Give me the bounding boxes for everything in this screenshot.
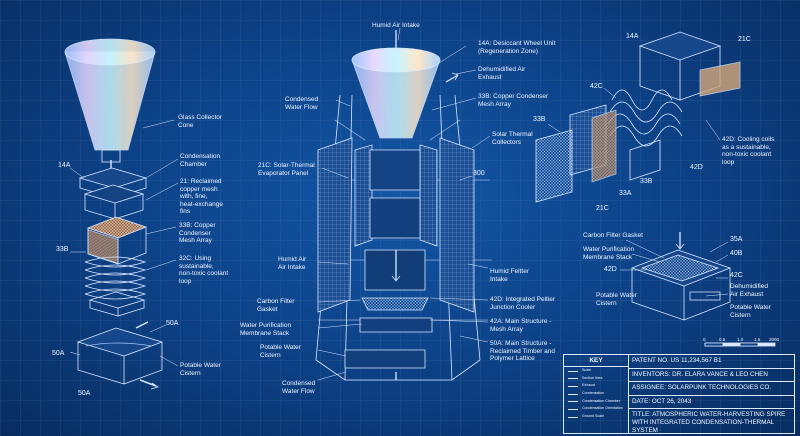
- scale-tick-0: 0: [703, 337, 706, 342]
- ref-42d-a: 42D: [690, 164, 703, 171]
- right-exploded-assembly: [535, 31, 741, 203]
- label-cooling-coils: 42D: Cooling coils as a sustainable, non…: [722, 136, 775, 166]
- label-copper-condenser-mid: 33B: Copper Condenser Mesh Array: [478, 93, 549, 108]
- label-dehumidified-exhaust-right: Dehumidified Air Exhaust: [730, 283, 768, 298]
- legend-item: Condensation Orientation: [564, 405, 628, 413]
- patent-number: PATENT NO. US 11,234,567 B1: [629, 355, 794, 369]
- label-solar-evaporator-panel: 21C: Solar-Thermal Evaporator Panel: [258, 162, 315, 177]
- label-solar-thermal-collectors: Solar Thermal Collectors: [492, 131, 533, 146]
- label-mesh-array: 42A: Main Structure - Mesh Array: [490, 318, 552, 333]
- ref-21c-right: 21C: [738, 36, 751, 43]
- label-humid-feltter-intake: Humid Feltter Intake: [490, 268, 530, 283]
- legend-item: Section lines: [564, 375, 628, 383]
- label-peltier-cooler: 42D: Integrated Peltier Junction Cooler: [490, 296, 556, 311]
- label-humid-air-intake-top: Humid Air Intake: [372, 22, 420, 29]
- coolant-loop-left: [84, 256, 147, 300]
- scale-tick-1-0: 1.0: [737, 337, 744, 342]
- ref-42c-a: 42C: [590, 83, 603, 90]
- label-membrane-stack: Water Purification Membrane Stack: [240, 322, 292, 337]
- ref-50a-a: 50A: [166, 320, 179, 327]
- label-condensed-water-flow-top: Condensed Water Flow: [285, 96, 319, 111]
- label-condensation-chamber: Condensation Chamber: [180, 153, 221, 168]
- ref-50a-b: 50A: [52, 350, 65, 357]
- label-condensed-water-flow-bottom: Condensed Water Flow: [282, 380, 316, 395]
- ref-42d-b: 42D: [604, 266, 617, 273]
- legend-item: Scale: [564, 367, 628, 375]
- solar-panels: [317, 137, 475, 313]
- label-glass-collector-cone: Glass Collector Cone: [178, 114, 223, 129]
- legend-key: KEY Scale Section lines Exhaust Condensa…: [564, 355, 629, 433]
- label-carbon-filter-gasket: Carbon Filter Gasket: [257, 298, 295, 313]
- inventors: INVENTORS: DR. ELARA VANCE & LEO CHEN: [629, 369, 794, 382]
- label-membrane-stack-right: Water Purification Membrane Stack: [583, 246, 635, 261]
- label-copper-condenser-left: 33B: Copper Condenser Mesh Array: [179, 222, 216, 245]
- assignee: ASSIGNEE: SOLARPUNK TECHNOLOGIES CO.: [629, 382, 794, 396]
- central-tower: [315, 30, 492, 381]
- drawing-title: TITLE: ATMOSPHERIC WATER-HARVESTING SPIR…: [632, 411, 786, 435]
- ref-33b-right: 33B: [533, 116, 546, 123]
- left-exploded-assembly: [64, 38, 164, 390]
- legend-key-title: KEY: [564, 355, 628, 367]
- ref-33b-left: 33B: [56, 246, 69, 253]
- legend-item: Condensation Chamber: [564, 398, 628, 406]
- label-carbon-filter-gasket-right: Carbon Filter Gasket: [583, 232, 643, 239]
- ref-21c-b: 21C: [596, 205, 609, 212]
- label-desiccant-wheel: 14A: Desiccant Wheel Unit (Regeneration …: [478, 40, 556, 55]
- scale-bar: [704, 342, 776, 347]
- ref-33b-b: 33B: [640, 178, 653, 185]
- label-coolant-loop-left: 32C: Using sustainable, non-toxic coolan…: [179, 255, 229, 285]
- ref-14a-left: 14A: [58, 162, 71, 169]
- ref-35a: 35A: [730, 236, 743, 243]
- right-cistern-assembly: [630, 232, 732, 321]
- legend-item: Ground Scale: [564, 413, 628, 421]
- date: DATE: OCT 26, 2043: [629, 396, 794, 409]
- label-dehumidified-exhaust-top: Dehumidified Air Exhaust: [478, 66, 526, 81]
- ref-14a-right: 14A: [626, 33, 639, 40]
- label-main-structure: 50A: Main Structure - Reclaimed Timber a…: [490, 340, 556, 363]
- scale-tick-0-5: 0.5: [719, 337, 726, 342]
- leader-lines: [69, 27, 729, 381]
- scale-tick-1-5: 1.5: [754, 337, 761, 342]
- glass-collector-cone-left: [64, 51, 156, 151]
- legend-item: Exhaust: [564, 382, 628, 390]
- coil-array: [607, 89, 683, 147]
- title-block: KEY Scale Section lines Exhaust Condensa…: [563, 354, 795, 434]
- label-potable-cistern-left: Potable Water Cistern: [180, 362, 221, 377]
- ref-42c-b: 42C: [730, 272, 743, 279]
- ref-50a-c: 50A: [78, 390, 91, 397]
- scale-tick-2000: 2000: [769, 337, 780, 342]
- legend-item: Condensation: [564, 390, 628, 398]
- ref-300: 300: [473, 170, 485, 177]
- label-humid-air-intake-left: Humid Air Air Intake: [278, 256, 307, 271]
- ref-40b: 40B: [730, 250, 743, 257]
- label-reclaimed-copper-mesh: 21: Reclaimed copper mesh with, fine, he…: [180, 178, 224, 216]
- label-potable-cistern-right: Potable Water Cistern: [730, 304, 771, 319]
- label-potable-cistern-mid: Potable Water Cistern: [260, 344, 301, 359]
- ref-33a: 33A: [619, 190, 632, 197]
- label-potable-cistern-right-b: Potable Water Cistern: [596, 292, 637, 307]
